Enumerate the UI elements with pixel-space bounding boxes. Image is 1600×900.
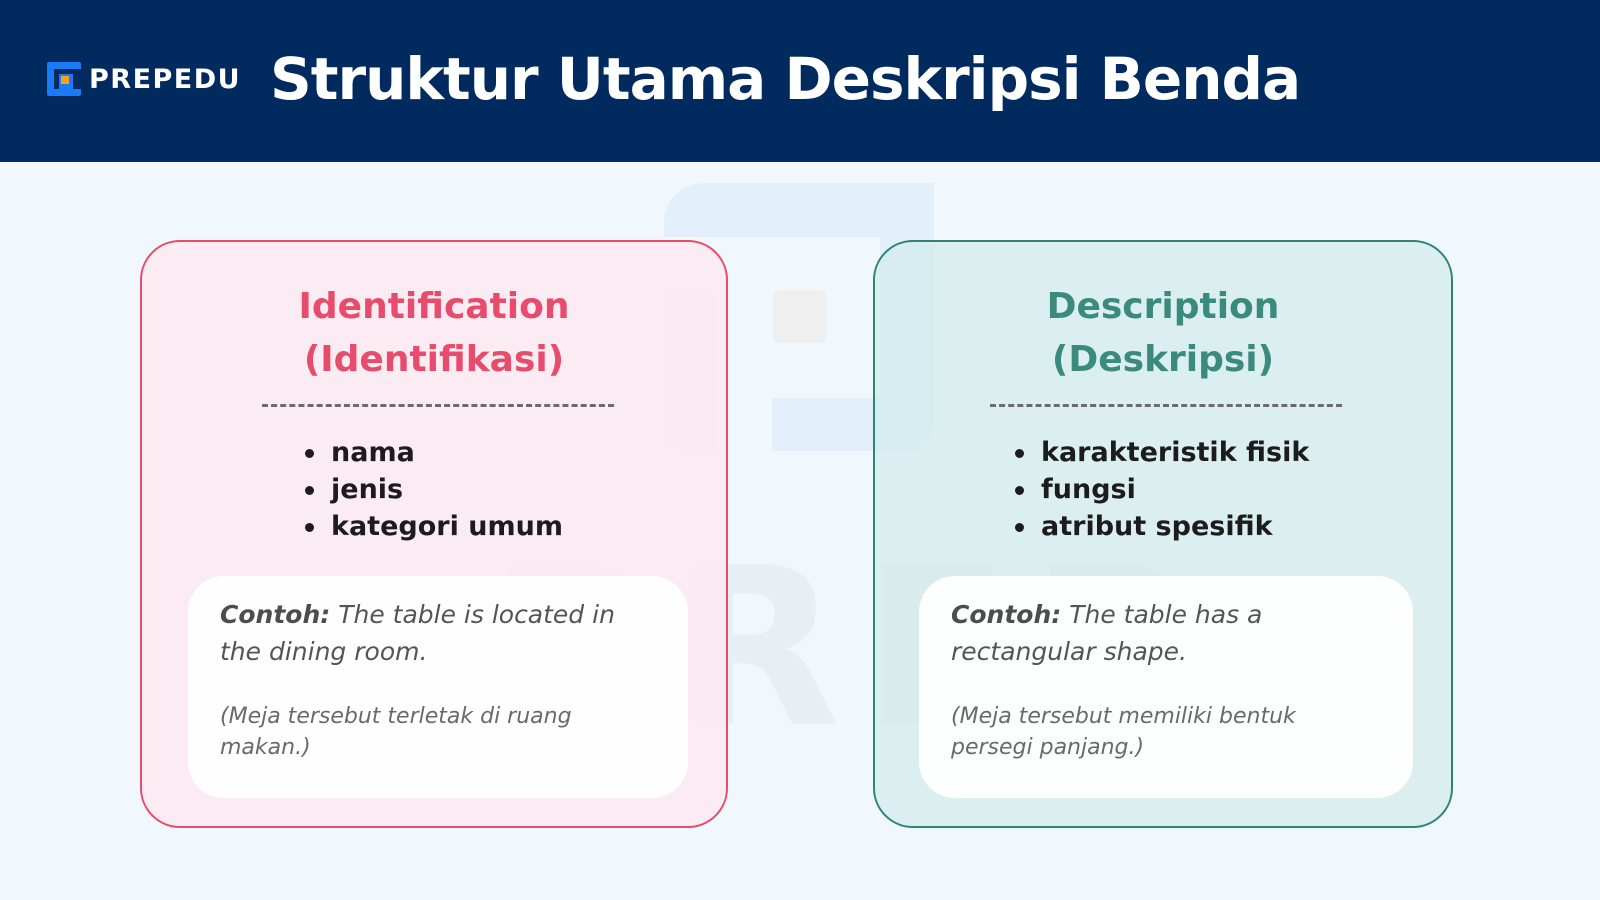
list-item: fungsi [1015,471,1309,508]
example-sentence: The table has a rectangular shape. [951,600,1263,666]
list-item: karakteristik fisik [1015,434,1309,471]
dashed-divider [990,404,1342,407]
bullet-icon [305,449,314,458]
watermark-logo-shape [664,183,934,237]
list-item: atribut spesifik [1015,508,1309,545]
prepedu-logo-icon [47,62,81,96]
example-box: Contoh: The table has a rectangular shap… [919,576,1413,798]
list-item-text: kategori umum [331,511,563,542]
bullet-icon [1015,449,1024,458]
card-title-id: (Deskripsi) [1051,339,1275,380]
example-english: Contoh: The table is located in the dini… [220,596,656,670]
card-title-en: Description [1046,286,1280,327]
card-title: Identification (Identifikasi) [142,280,726,386]
example-label: Contoh: [220,600,331,629]
page-title: Struktur Utama Deskripsi Benda [270,45,1301,113]
bullet-icon [305,486,314,495]
dashed-divider [262,404,614,407]
card-title: Description (Deskripsi) [875,280,1451,386]
brand-logo: PREPEDU [47,62,241,96]
example-translation: (Meja tersebut memiliki bentuk persegi p… [951,704,1296,760]
list-item: kategori umum [305,508,563,545]
example-translation: (Meja tersebut terletak di ruang makan.) [220,704,572,760]
list-item-text: jenis [331,474,404,505]
bullet-icon [1015,486,1024,495]
example-box: Contoh: The table is located in the dini… [188,576,688,798]
watermark-logo-shape [773,290,826,343]
bullet-list: nama jenis kategori umum [305,434,563,545]
example-sentence: The table is located in the dining room. [220,600,615,666]
bullet-icon [1015,523,1024,532]
list-item-text: nama [331,437,415,468]
brand-name: PREPEDU [89,63,242,95]
description-card: Description (Deskripsi) karakteristik fi… [873,240,1453,828]
list-item-text: fungsi [1041,474,1136,505]
example-label: Contoh: [951,600,1062,629]
list-item-text: atribut spesifik [1041,511,1273,542]
identification-card: Identification (Identifikasi) nama jenis… [140,240,728,828]
bullet-icon [305,523,314,532]
card-title-id: (Identifikasi) [303,339,565,380]
list-item: nama [305,434,563,471]
card-title-en: Identification [298,286,570,327]
example-english: Contoh: The table has a rectangular shap… [951,596,1381,670]
list-item-text: karakteristik fisik [1041,437,1310,468]
bullet-list: karakteristik fisik fungsi atribut spesi… [1015,434,1309,545]
list-item: jenis [305,471,563,508]
header-banner: PREPEDU Struktur Utama Deskripsi Benda [0,0,1600,162]
